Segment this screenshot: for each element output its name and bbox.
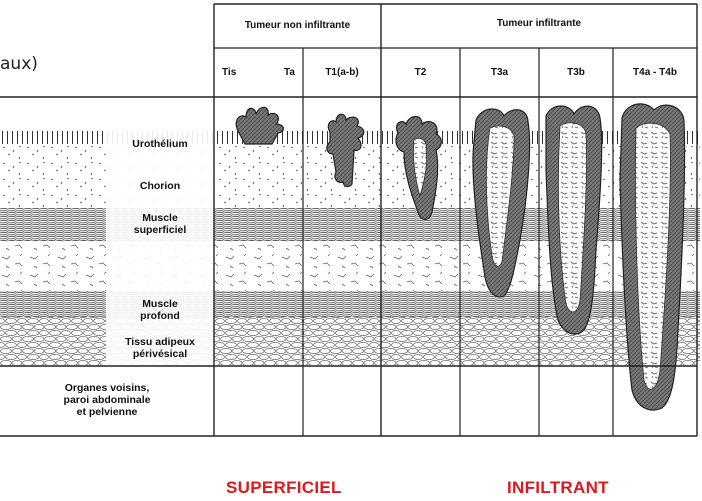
label-organes-line1: Organes voisins, (0, 382, 214, 394)
label-organes-line2: paroi abdominale (0, 394, 214, 406)
stage-t3a: T3a (460, 67, 539, 78)
label-organes-line3: et pelvienne (0, 406, 214, 418)
footer-infiltrant: INFILTRANT (507, 478, 609, 498)
label-muscle-profond: Muscle profond (106, 298, 214, 322)
stage-ta: Ta (284, 67, 295, 78)
header-tumeur-infiltrante: Tumeur infiltrante (381, 18, 697, 29)
label-muscle-profond-line1: Muscle (106, 298, 214, 310)
stage-t3b: T3b (539, 67, 613, 78)
header-tumeur-non-infiltrante: Tumeur non infiltrante (214, 20, 381, 31)
label-tissu-adipeux: Tissu adipeux périvésical (106, 336, 214, 360)
stage-t4: T4a - T4b (613, 67, 697, 78)
stage-tis: Tis (222, 67, 236, 78)
label-tissu-adipeux-line1: Tissu adipeux (106, 336, 214, 348)
label-muscle-superficiel-line2: superficiel (106, 224, 214, 236)
label-muscle-superficiel-line1: Muscle (106, 212, 214, 224)
footer-superficiel: SUPERFICIEL (226, 478, 342, 498)
stage-t2: T2 (381, 67, 460, 78)
stage-t1: T1(a-b) (303, 67, 381, 78)
label-chorion: Chorion (106, 180, 214, 192)
label-muscle-profond-line2: profond (106, 310, 214, 322)
label-tissu-adipeux-line2: périvésical (106, 348, 214, 360)
label-urothelium: Urothélium (106, 138, 214, 150)
label-organes-voisins: Organes voisins, paroi abdominale et pel… (0, 382, 214, 418)
label-muscle-superficiel: Muscle superficiel (106, 212, 214, 236)
tumor-t4 (620, 104, 685, 410)
